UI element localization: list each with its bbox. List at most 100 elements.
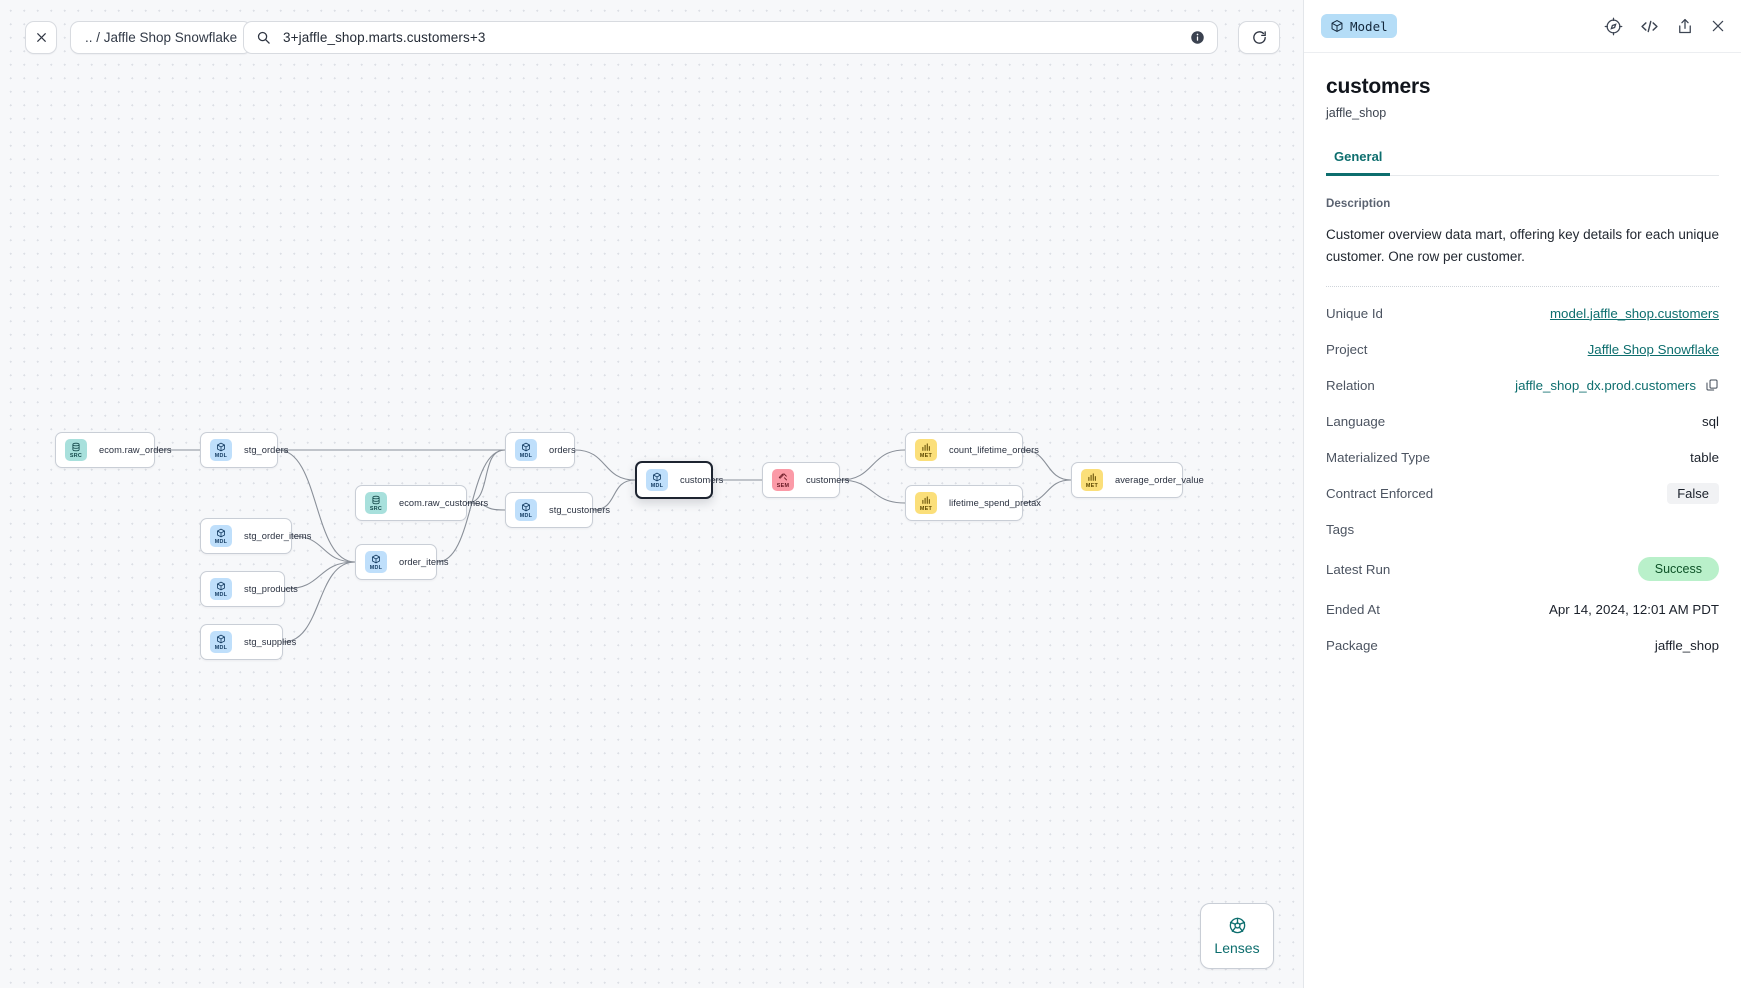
relation-value[interactable]: jaffle_shop_dx.prod.customers xyxy=(1515,377,1696,393)
graph-node-ecom_raw_orders[interactable]: SRC ecom.raw_orders xyxy=(55,432,172,468)
tab-general[interactable]: General xyxy=(1326,149,1391,176)
row-language: Language sql xyxy=(1326,403,1719,439)
materialized-type-value: table xyxy=(1690,449,1719,465)
materialized-type-label: Materialized Type xyxy=(1326,449,1430,465)
graph-edge xyxy=(574,449,636,481)
lenses-button[interactable]: Lenses xyxy=(1200,903,1274,969)
graph-node-label: order_items xyxy=(399,557,449,567)
tags-label: Tags xyxy=(1326,521,1355,537)
details-panel-header: Model xyxy=(1304,0,1741,53)
met-badge-icon: MET xyxy=(915,492,937,514)
row-unique-id: Unique Id model.jaffle_shop.customers xyxy=(1326,295,1719,331)
row-tags: Tags xyxy=(1326,511,1719,547)
code-icon[interactable] xyxy=(1639,17,1660,36)
copy-icon[interactable] xyxy=(1705,378,1719,392)
graph-node-stg_supplies[interactable]: MDL stg_supplies xyxy=(200,624,296,660)
project-value[interactable]: Jaffle Shop Snowflake xyxy=(1587,341,1719,357)
unique-id-label: Unique Id xyxy=(1326,305,1383,321)
page-subtitle: jaffle_shop xyxy=(1326,106,1387,120)
graph-node-orders[interactable]: MDL orders xyxy=(505,432,576,468)
graph-node-average_order_value[interactable]: MET average_order_value xyxy=(1071,462,1204,498)
mdl-badge-icon: MDL xyxy=(210,439,232,461)
mdl-badge-icon: MDL xyxy=(210,631,232,653)
src-badge-icon: SRC xyxy=(65,439,87,461)
graph-node-stg_order_items[interactable]: MDL stg_order_items xyxy=(200,518,311,554)
mdl-badge-icon: MDL xyxy=(210,525,232,547)
divider xyxy=(1326,286,1719,287)
page-title: customers xyxy=(1326,75,1431,98)
graph-node-label: stg_customers xyxy=(549,505,611,515)
graph-node-label: count_lifetime_orders xyxy=(949,445,1039,455)
graph-edge xyxy=(466,449,506,504)
graph-node-customers_model[interactable]: MDL customers xyxy=(635,461,723,499)
node-type-label: Model xyxy=(1350,18,1388,34)
graph-node-label: stg_order_items xyxy=(244,531,312,541)
node-type-badge: Model xyxy=(1321,14,1397,38)
share-icon[interactable] xyxy=(1676,17,1694,36)
graph-node-label: customers xyxy=(806,475,850,485)
graph-node-stg_products[interactable]: MDL stg_products xyxy=(200,571,298,607)
row-contract-enforced: Contract Enforced False xyxy=(1326,475,1719,511)
relation-value-wrap: jaffle_shop_dx.prod.customers xyxy=(1515,378,1719,393)
details-panel-body: Description Customer overview data mart,… xyxy=(1304,176,1741,663)
cube-icon xyxy=(1330,19,1344,33)
unique-id-value[interactable]: model.jaffle_shop.customers xyxy=(1549,305,1719,321)
graph-node-label: orders xyxy=(549,445,576,455)
close-icon xyxy=(35,31,48,44)
package-label: Package xyxy=(1326,637,1378,653)
ended-at-label: Ended At xyxy=(1326,601,1380,617)
info-icon[interactable] xyxy=(1190,30,1205,45)
search-input[interactable]: 3+jaffle_shop.marts.customers+3 xyxy=(243,21,1218,54)
search-icon xyxy=(256,30,271,45)
breadcrumb[interactable]: .. / Jaffle Shop Snowflake xyxy=(70,21,253,54)
graph-node-label: stg_orders xyxy=(244,445,289,455)
graph-node-label: stg_supplies xyxy=(244,637,297,647)
description-label: Description xyxy=(1326,198,1391,210)
graph-node-label: lifetime_spend_pretax xyxy=(949,498,1042,508)
ended-at-value: Apr 14, 2024, 12:01 AM PDT xyxy=(1548,601,1719,617)
relation-label: Relation xyxy=(1326,377,1375,393)
search-query-text: 3+jaffle_shop.marts.customers+3 xyxy=(283,30,486,45)
graph-node-label: average_order_value xyxy=(1115,475,1204,485)
row-project: Project Jaffle Shop Snowflake xyxy=(1326,331,1719,367)
graph-node-label: customers xyxy=(680,475,724,485)
sem-badge-icon: SEM xyxy=(772,469,794,491)
row-relation: Relation jaffle_shop_dx.prod.customers xyxy=(1326,367,1719,403)
met-badge-icon: MET xyxy=(915,439,937,461)
breadcrumb-label: .. / Jaffle Shop Snowflake xyxy=(85,30,238,45)
graph-node-count_lifetime_orders[interactable]: MET count_lifetime_orders xyxy=(905,432,1039,468)
graph-node-lifetime_spend_pretax[interactable]: MET lifetime_spend_pretax xyxy=(905,485,1041,521)
close-panel-icon[interactable] xyxy=(1710,18,1726,34)
graph-node-stg_orders[interactable]: MDL stg_orders xyxy=(200,432,288,468)
aperture-icon xyxy=(1228,916,1247,935)
src-badge-icon: SRC xyxy=(365,492,387,514)
mdl-badge-icon: MDL xyxy=(646,469,668,491)
mdl-badge-icon: MDL xyxy=(210,578,232,600)
refresh-button[interactable] xyxy=(1238,21,1280,54)
mdl-badge-icon: MDL xyxy=(515,439,537,461)
met-badge-icon: MET xyxy=(1081,469,1103,491)
graph-node-order_items[interactable]: MDL order_items xyxy=(355,544,449,580)
description-text: Customer overview data mart, offering ke… xyxy=(1326,227,1719,264)
row-ended-at: Ended At Apr 14, 2024, 12:01 AM PDT xyxy=(1326,591,1719,627)
graph-edge xyxy=(282,561,356,643)
details-panel-title-block: customers jaffle_shop xyxy=(1304,53,1741,120)
language-label: Language xyxy=(1326,413,1386,429)
row-latest-run: Latest Run Success xyxy=(1326,547,1719,591)
mdl-badge-icon: MDL xyxy=(365,551,387,573)
compass-icon[interactable] xyxy=(1604,17,1623,36)
graph-node-customers_semantic[interactable]: SEM customers xyxy=(762,462,849,498)
close-graph-button[interactable] xyxy=(25,21,57,54)
graph-node-label: ecom.raw_orders xyxy=(99,445,172,455)
graph-edge xyxy=(839,449,906,481)
row-package: Package jaffle_shop xyxy=(1326,627,1719,663)
package-value: jaffle_shop xyxy=(1654,637,1719,653)
project-label: Project xyxy=(1326,341,1368,357)
graph-edge xyxy=(839,479,906,504)
graph-node-label: stg_products xyxy=(244,584,298,594)
contract-enforced-label: Contract Enforced xyxy=(1326,485,1434,501)
